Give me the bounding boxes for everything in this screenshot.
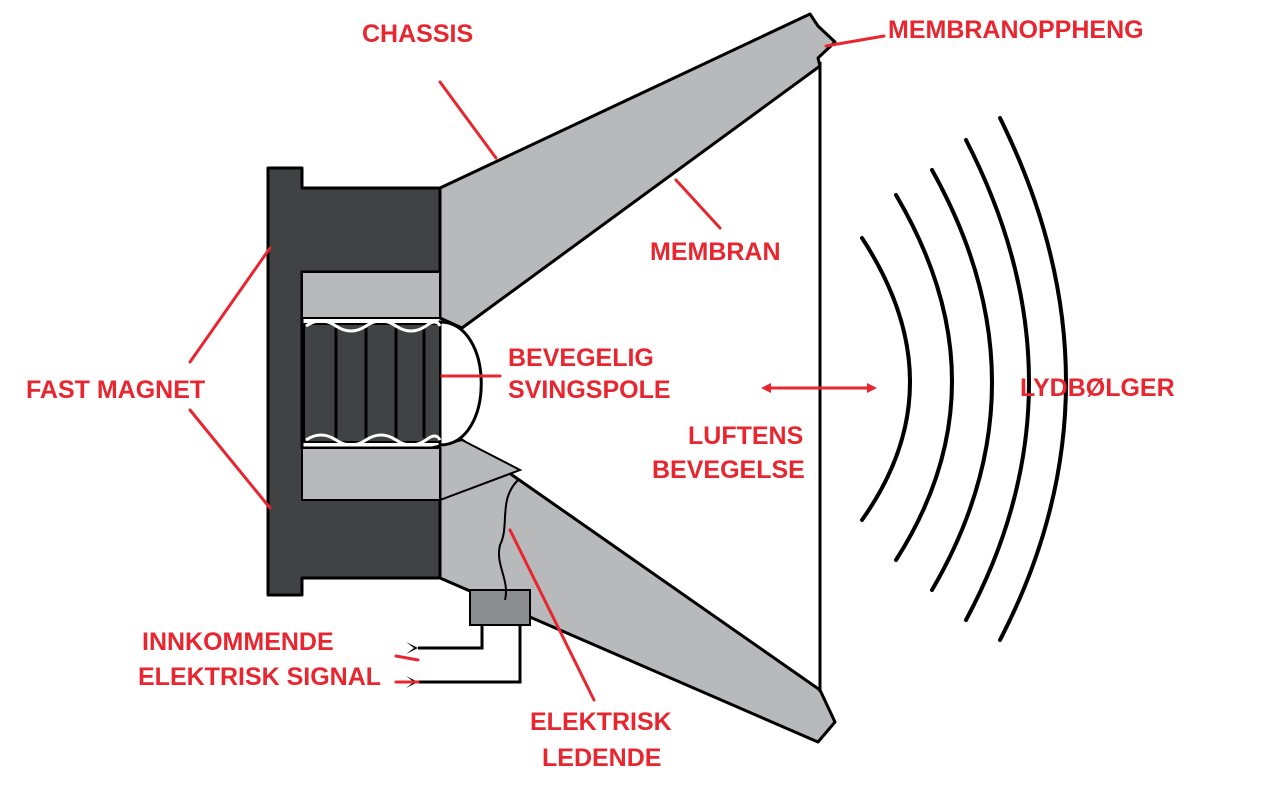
label-svingspole: SVINGSPOLE: [508, 376, 671, 404]
sound-wave-3: [930, 168, 994, 592]
label-elektrisk: ELEKTRISK: [530, 708, 672, 736]
leader-magnet-upper: [188, 246, 272, 364]
sound-wave-5: [998, 116, 1068, 642]
coil-wavy-bottom: [305, 433, 442, 447]
label-membran: MEMBRAN: [650, 238, 781, 266]
coil-wavy-top: [305, 319, 442, 333]
leader-magnet-lower: [188, 408, 272, 510]
leader-membranoppheng: [824, 34, 886, 48]
leader-membran: [674, 178, 722, 230]
label-luftens: LUFTENS: [688, 422, 803, 450]
voice-coil: [303, 319, 483, 447]
label-membranoppheng: MEMBRANOPPHENG: [888, 16, 1144, 44]
sound-waves: [860, 116, 1068, 642]
leader-chassis: [438, 80, 498, 160]
internal-conductor: [497, 479, 519, 601]
terminal: [406, 479, 531, 688]
magnet-gap-lower: [301, 447, 441, 501]
cone-upper-arm: [438, 12, 837, 330]
leader-elektrisk: [508, 528, 596, 702]
leader-lines: [188, 34, 886, 702]
signal-wire-upper: [418, 625, 484, 650]
sound-wave-1: [860, 236, 912, 522]
sound-wave-2: [894, 193, 954, 562]
label-bevegelse: BEVEGELSE: [652, 456, 805, 484]
label-elektrisk-signal: ELEKTRISK SIGNAL: [138, 663, 381, 691]
signal-wire-lower: [418, 625, 522, 684]
labels: CHASSIS MEMBRANOPPHENG MEMBRAN FAST MAGN…: [26, 16, 1175, 772]
coil-turns: [334, 328, 426, 438]
label-lydbolger: LYDBØLGER: [1020, 374, 1175, 402]
wire-tip-upper: [406, 642, 418, 654]
label-innkommende: INNKOMMENDE: [142, 628, 334, 656]
label-ledende: LEDENDE: [542, 744, 661, 772]
coil-dome: [438, 320, 483, 447]
coil-windings: [303, 323, 441, 443]
label-fast-magnet: FAST MAGNET: [26, 376, 205, 404]
label-bevegelig: BEVEGELIG: [508, 344, 654, 372]
leader-signal: [394, 654, 420, 662]
label-chassis: CHASSIS: [362, 20, 473, 48]
sound-wave-4: [964, 138, 1031, 622]
terminal-block: [469, 589, 531, 626]
magnet-gap: [301, 271, 441, 319]
